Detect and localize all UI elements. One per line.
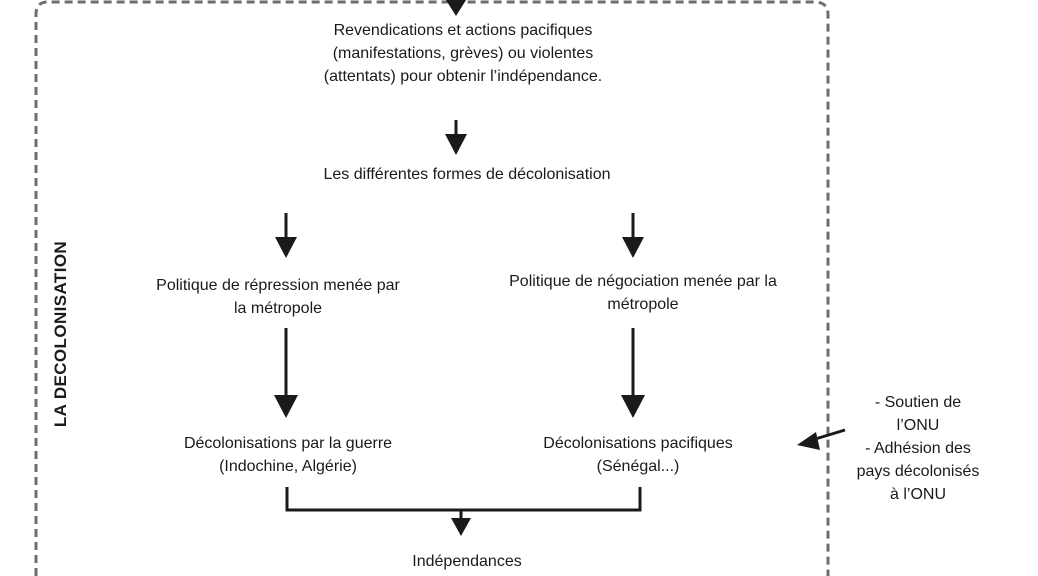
node-pacifiques: Décolonisations pacifiques (Sénégal...)	[508, 432, 768, 478]
node-negociation: Politique de négociation menée par la mé…	[463, 270, 823, 316]
node-line: Revendications et actions pacifiques	[333, 22, 593, 39]
node-line: Politique de négociation menée par la	[509, 273, 777, 290]
node-line: pays décolonisés	[856, 463, 980, 480]
node-line: l’ONU	[896, 417, 940, 434]
node-line: Les différentes formes de décolonisation	[323, 166, 611, 183]
node-line: Décolonisations par la guerre	[183, 435, 393, 452]
node-line: Indépendances	[412, 553, 522, 570]
node-revendications: Revendications et actions pacifiques (ma…	[268, 19, 658, 88]
node-independances: Indépendances	[367, 550, 567, 573]
node-line: Politique de répression menée par	[156, 277, 400, 294]
node-line: (Sénégal...)	[596, 458, 680, 475]
arrow-revendications-to-formes	[445, 120, 467, 155]
arrow-formes-to-negociation	[622, 213, 644, 258]
merge-bracket	[285, 487, 642, 512]
node-repression: Politique de répression menée par la mét…	[118, 274, 438, 320]
node-line: - Soutien de	[874, 394, 962, 411]
side-title: LA DECOLONISATION	[51, 240, 70, 428]
arrow-repression-to-guerre	[274, 328, 298, 418]
node-line: (attentats) pour obtenir l’indépendance.	[323, 68, 603, 85]
arrow-into-revendications	[446, 0, 466, 16]
node-line: - Adhésion des	[865, 440, 971, 457]
node-line: (manifestations, grèves) ou violentes	[332, 45, 594, 62]
arrow-formes-to-repression	[275, 213, 297, 258]
arrow-onu-to-pacifiques	[797, 428, 846, 450]
node-onu: - Soutien de l’ONU - Adhésion des pays d…	[838, 391, 998, 506]
node-line: (Indochine, Algérie)	[219, 458, 357, 475]
arrow-merge-to-independances	[451, 510, 471, 536]
arrow-negociation-to-pacifiques	[621, 328, 645, 418]
node-line: la métropole	[233, 300, 323, 317]
node-formes: Les différentes formes de décolonisation	[262, 163, 672, 186]
node-line: métropole	[607, 296, 679, 313]
dashed-frame	[34, 0, 830, 576]
node-line: à l’ONU	[889, 486, 946, 503]
node-guerre: Décolonisations par la guerre (Indochine…	[148, 432, 428, 478]
node-line: Décolonisations pacifiques	[543, 435, 733, 452]
